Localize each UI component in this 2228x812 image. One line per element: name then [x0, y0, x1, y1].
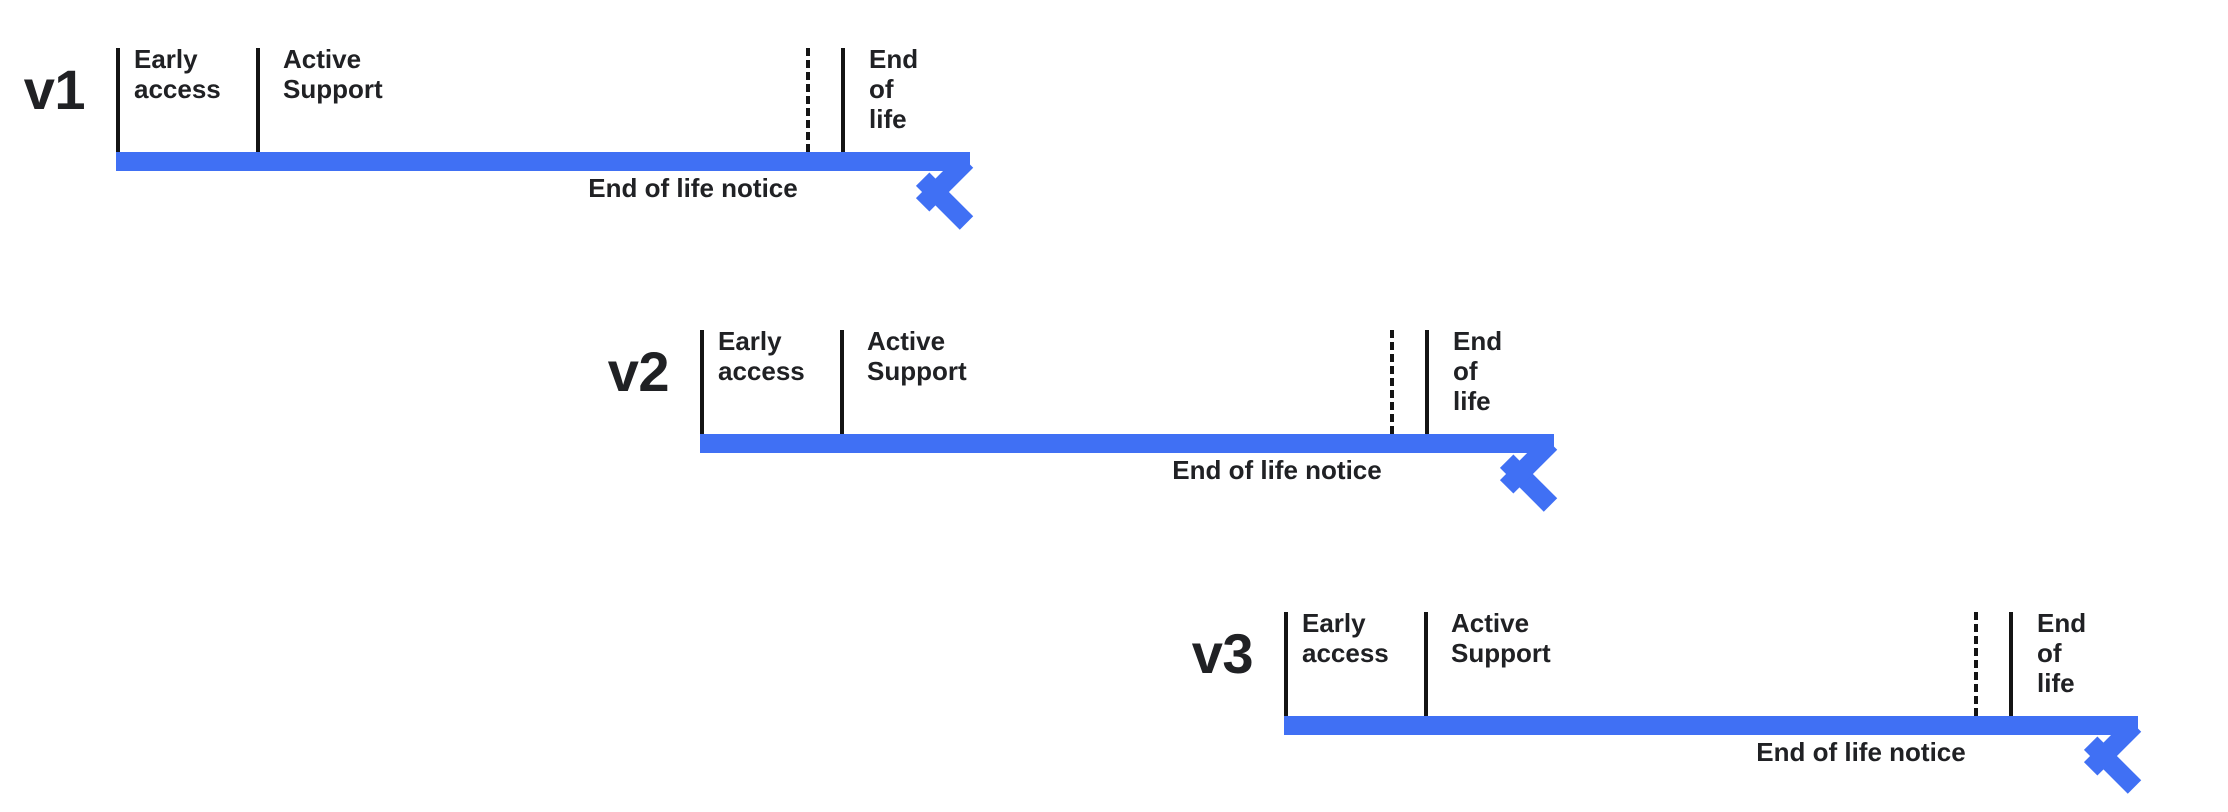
end-of-life-notice-marker-v1 — [806, 48, 810, 152]
phase-divider-start-v3 — [1284, 612, 1288, 716]
lifecycle-arrow-track-v3 — [1284, 716, 2138, 735]
end-of-life-notice-label-v2: End of life notice — [1172, 455, 1382, 485]
phase-label-active-support-v2: Active Support — [867, 326, 967, 387]
phase-divider-active-support-v1 — [256, 48, 260, 152]
phase-label-early-access-v2: Early access — [718, 326, 805, 387]
phase-divider-end-of-life-v2 — [1425, 330, 1429, 434]
phase-label-end-of-life-v1: End of life — [869, 44, 919, 135]
lifecycle-arrow-track-v2 — [700, 434, 1554, 453]
end-of-life-notice-label-v3: End of life notice — [1756, 737, 1966, 767]
phase-label-active-support-v1: Active Support — [283, 44, 383, 105]
phase-divider-end-of-life-v1 — [841, 48, 845, 152]
phase-divider-start-v1 — [116, 48, 120, 152]
phase-label-end-of-life-v3: End of life — [2037, 608, 2087, 699]
version-label-v2: v2 — [607, 340, 670, 403]
phase-divider-start-v2 — [700, 330, 704, 434]
phase-label-early-access-v3: Early access — [1302, 608, 1389, 669]
phase-label-active-support-v3: Active Support — [1451, 608, 1551, 669]
lifecycle-arrow-track-v1 — [116, 152, 970, 171]
phase-divider-end-of-life-v3 — [2009, 612, 2013, 716]
version-label-v3: v3 — [1191, 622, 1254, 685]
phase-label-early-access-v1: Early access — [134, 44, 221, 105]
version-label-v1: v1 — [23, 58, 86, 121]
phase-divider-active-support-v3 — [1424, 612, 1428, 716]
end-of-life-notice-marker-v3 — [1974, 612, 1978, 716]
end-of-life-notice-marker-v2 — [1390, 330, 1394, 434]
phase-divider-active-support-v2 — [840, 330, 844, 434]
phase-label-end-of-life-v2: End of life — [1453, 326, 1503, 417]
end-of-life-notice-label-v1: End of life notice — [588, 173, 798, 203]
